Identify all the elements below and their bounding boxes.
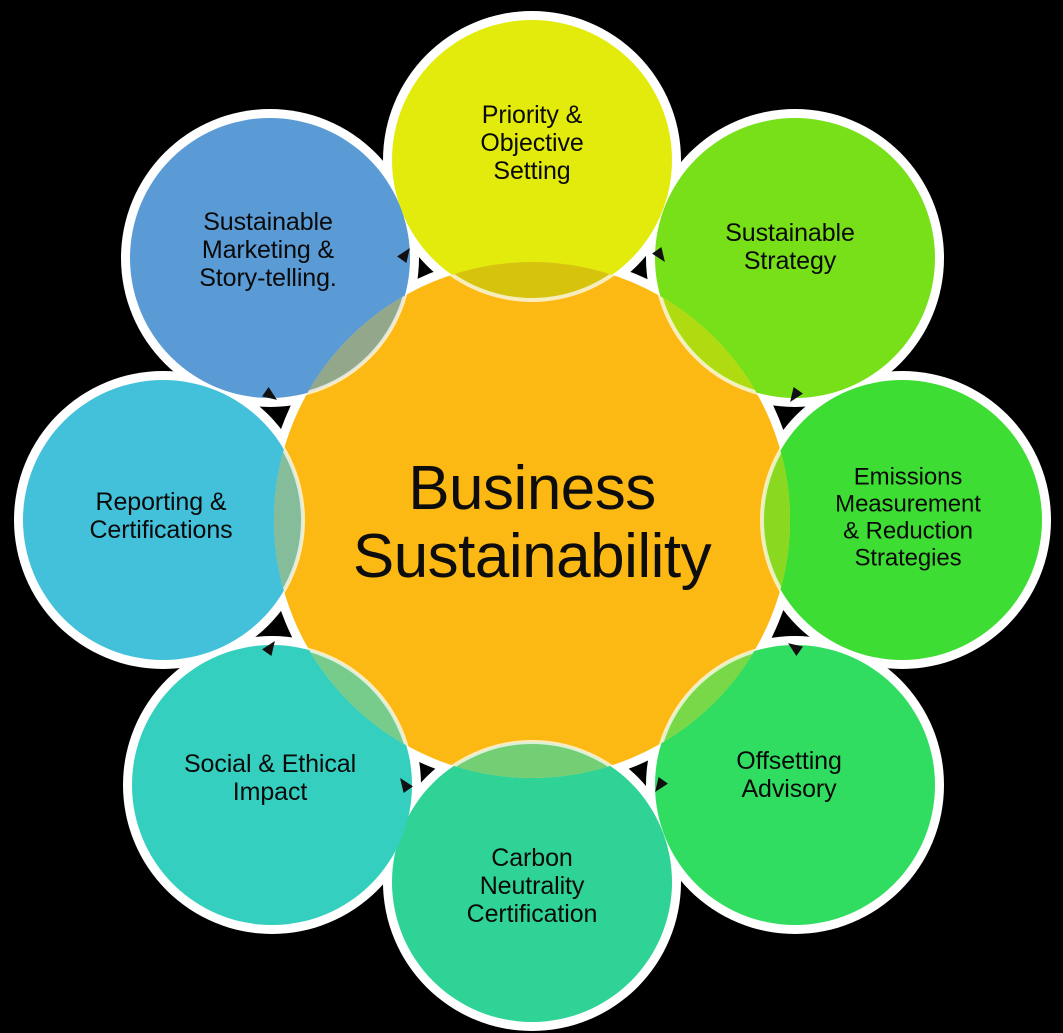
junction-marker-5 [655,777,668,793]
emissions-measurement-reduction-strategies-outer-fill [762,380,1042,660]
sustainable-marketing-story-telling-circle[interactable] [130,118,412,400]
reporting-certifications-inner-rim [274,378,305,662]
core-circle-group [274,262,790,778]
junction-marker-2 [652,247,665,263]
junction-marker-1 [397,247,410,263]
offsetting-advisory-circle[interactable] [653,643,935,925]
junction-marker-8 [262,387,278,400]
reporting-certifications-outer-fill [23,380,303,660]
emissions-measurement-reduction-strategies-inner-rim [760,378,790,662]
sustainable-strategy-circle[interactable] [653,118,935,400]
center-title: Business Sustainability [352,453,712,591]
junction-marker-7 [262,640,275,656]
petal-circle-group [23,20,1042,1022]
priority-objective-setting-inner-rim [390,262,674,302]
sustainable-strategy-outer-fill [655,118,935,398]
business-sustainability-core[interactable] [274,262,790,778]
carbon-neutrality-certification-outer-fill [392,742,672,1022]
carbon-neutrality-certification-circle[interactable] [390,740,674,1022]
reporting-certifications-circle[interactable] [23,378,305,662]
junction-marker-3 [790,387,803,403]
priority-objective-setting-outer-fill [392,20,672,300]
priority-objective-setting-circle[interactable] [390,20,674,302]
social-ethical-impact-outer-fill [132,645,412,925]
sustainable-marketing-story-telling-outer-fill [130,118,410,398]
offsetting-advisory-outer-fill [655,645,935,925]
junction-marker-group [262,247,803,793]
junction-marker-4 [787,643,803,656]
carbon-neutrality-certification-inner-rim [390,740,674,778]
social-ethical-impact-circle[interactable] [132,643,414,925]
junction-marker-6 [400,777,413,793]
emissions-measurement-reduction-strategies-circle[interactable] [760,378,1042,662]
